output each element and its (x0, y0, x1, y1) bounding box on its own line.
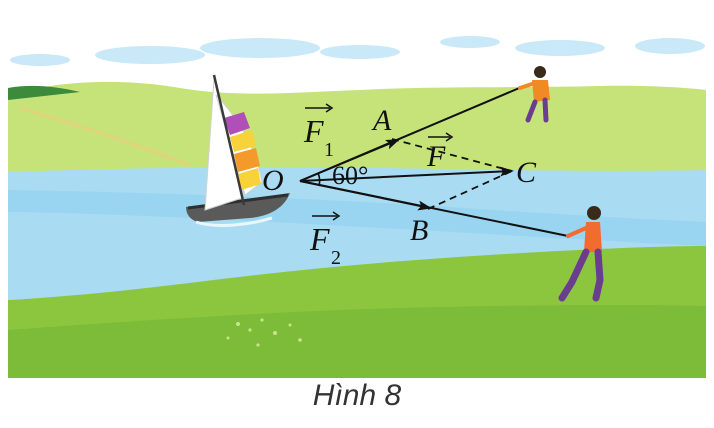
vector-F-arrow (299, 166, 514, 182)
dashed-BC (427, 170, 513, 210)
vector-F2-subscript: 2 (331, 247, 341, 269)
point-O-label: O (262, 164, 284, 197)
point-B-label: B (410, 214, 428, 247)
grass-flowers (226, 318, 302, 347)
point-C-label: C (516, 156, 537, 189)
vector-F1-label: F 1 (303, 103, 334, 161)
vector-F1-subscript: 1 (324, 139, 334, 161)
figure-caption: Hình 8 (312, 379, 402, 412)
shore-path (19, 106, 191, 167)
vector-F2-label: F 2 (309, 211, 341, 269)
vector-F1-letter: F (303, 113, 324, 149)
distant-trees (8, 85, 80, 100)
person-upper (518, 66, 550, 123)
dashed-AC (391, 138, 513, 172)
vector-F1-arrow (299, 139, 400, 182)
vector-F2-letter: F (309, 221, 330, 257)
vector-F-label: F (426, 132, 454, 173)
river-current (8, 190, 706, 246)
angle-arc (317, 172, 321, 187)
clouds (10, 36, 705, 66)
near-grass-shade (8, 304, 706, 378)
vector-F2-arrow (299, 180, 432, 211)
point-A-label: A (371, 104, 392, 137)
person-lower (558, 206, 604, 302)
sailboat (186, 74, 290, 227)
vector-F-letter: F (426, 140, 446, 173)
angle-label: 60° (332, 161, 368, 190)
